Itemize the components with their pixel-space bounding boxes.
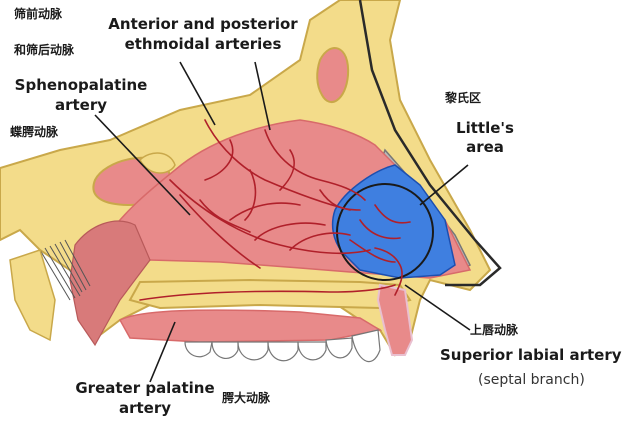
littles-area-circle	[336, 183, 434, 281]
littles-area-en-1: Little's	[456, 119, 514, 137]
leader-lines	[94, 61, 471, 383]
upper-teeth	[184, 329, 381, 363]
leader-littles	[419, 164, 469, 206]
greater-palatine-en-1: Greater palatine	[75, 379, 215, 397]
superior-labial-sub: (septal branch)	[478, 372, 585, 388]
ant-post-ethmoidal-en-1: Anterior and posterior	[108, 15, 298, 33]
ant-post-ethmoidal-cn-2: 和筛后动脉	[14, 43, 75, 57]
superior-labial-cn: 上唇动脉	[470, 323, 519, 337]
sphenopalatine-cn: 蝶腭动脉	[10, 125, 59, 139]
leader-ethmoidal-2	[254, 61, 271, 131]
pharynx-fibers	[39, 239, 91, 301]
sphenopalatine-en-1: Sphenopalatine	[14, 76, 148, 94]
greater-palatine-en-2: artery	[118, 399, 172, 417]
upper-sinus-blob	[139, 152, 176, 174]
posterior-ethmoidal-artery	[264, 129, 366, 201]
ant-post-ethmoidal-cn-1: 筛前动脉	[14, 7, 63, 21]
leader-superior-labial	[404, 284, 471, 331]
anterior-ethmoidal-artery	[204, 119, 351, 211]
superior-labial-en: Superior labial artery	[440, 346, 622, 364]
greater-palatine-artery	[139, 284, 396, 301]
palate-mucosa	[118, 309, 383, 343]
nose-outline	[358, 0, 502, 287]
hard-palate	[128, 278, 412, 310]
arteries	[139, 119, 411, 301]
greater-palatine-cn: 腭大动脉	[222, 391, 271, 405]
frontal-sinus	[316, 47, 350, 103]
cervical-column	[9, 249, 56, 342]
upper-lip	[376, 283, 414, 356]
littles-area-cn: 黎氏区	[445, 91, 482, 105]
posterior-mucosa	[69, 220, 151, 347]
leader-greater-palatine	[149, 321, 176, 383]
ant-post-ethmoidal-en-2: ethmoidal arteries	[124, 35, 282, 53]
leader-sphenopalatine	[94, 114, 191, 216]
leader-ethmoidal-1	[179, 61, 216, 126]
sphenopalatine-en-2: artery	[54, 96, 108, 114]
superior-labial-artery	[374, 247, 403, 296]
littles-area-en-2: area	[466, 138, 504, 156]
sphenopalatine-artery	[169, 179, 371, 255]
